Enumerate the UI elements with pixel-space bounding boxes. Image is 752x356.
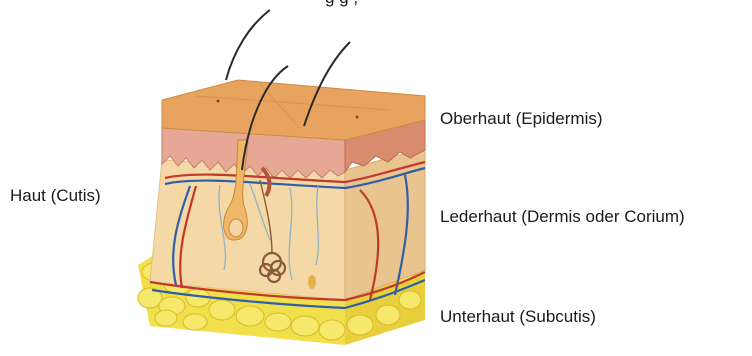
nerve-ending <box>308 275 316 289</box>
label-cutis: Haut (Cutis) <box>10 186 101 206</box>
label-subcutis: Unterhaut (Subcutis) <box>440 307 596 327</box>
label-dermis: Lederhaut (Dermis oder Corium) <box>440 207 685 227</box>
label-epidermis: Oberhaut (Epidermis) <box>440 109 603 129</box>
